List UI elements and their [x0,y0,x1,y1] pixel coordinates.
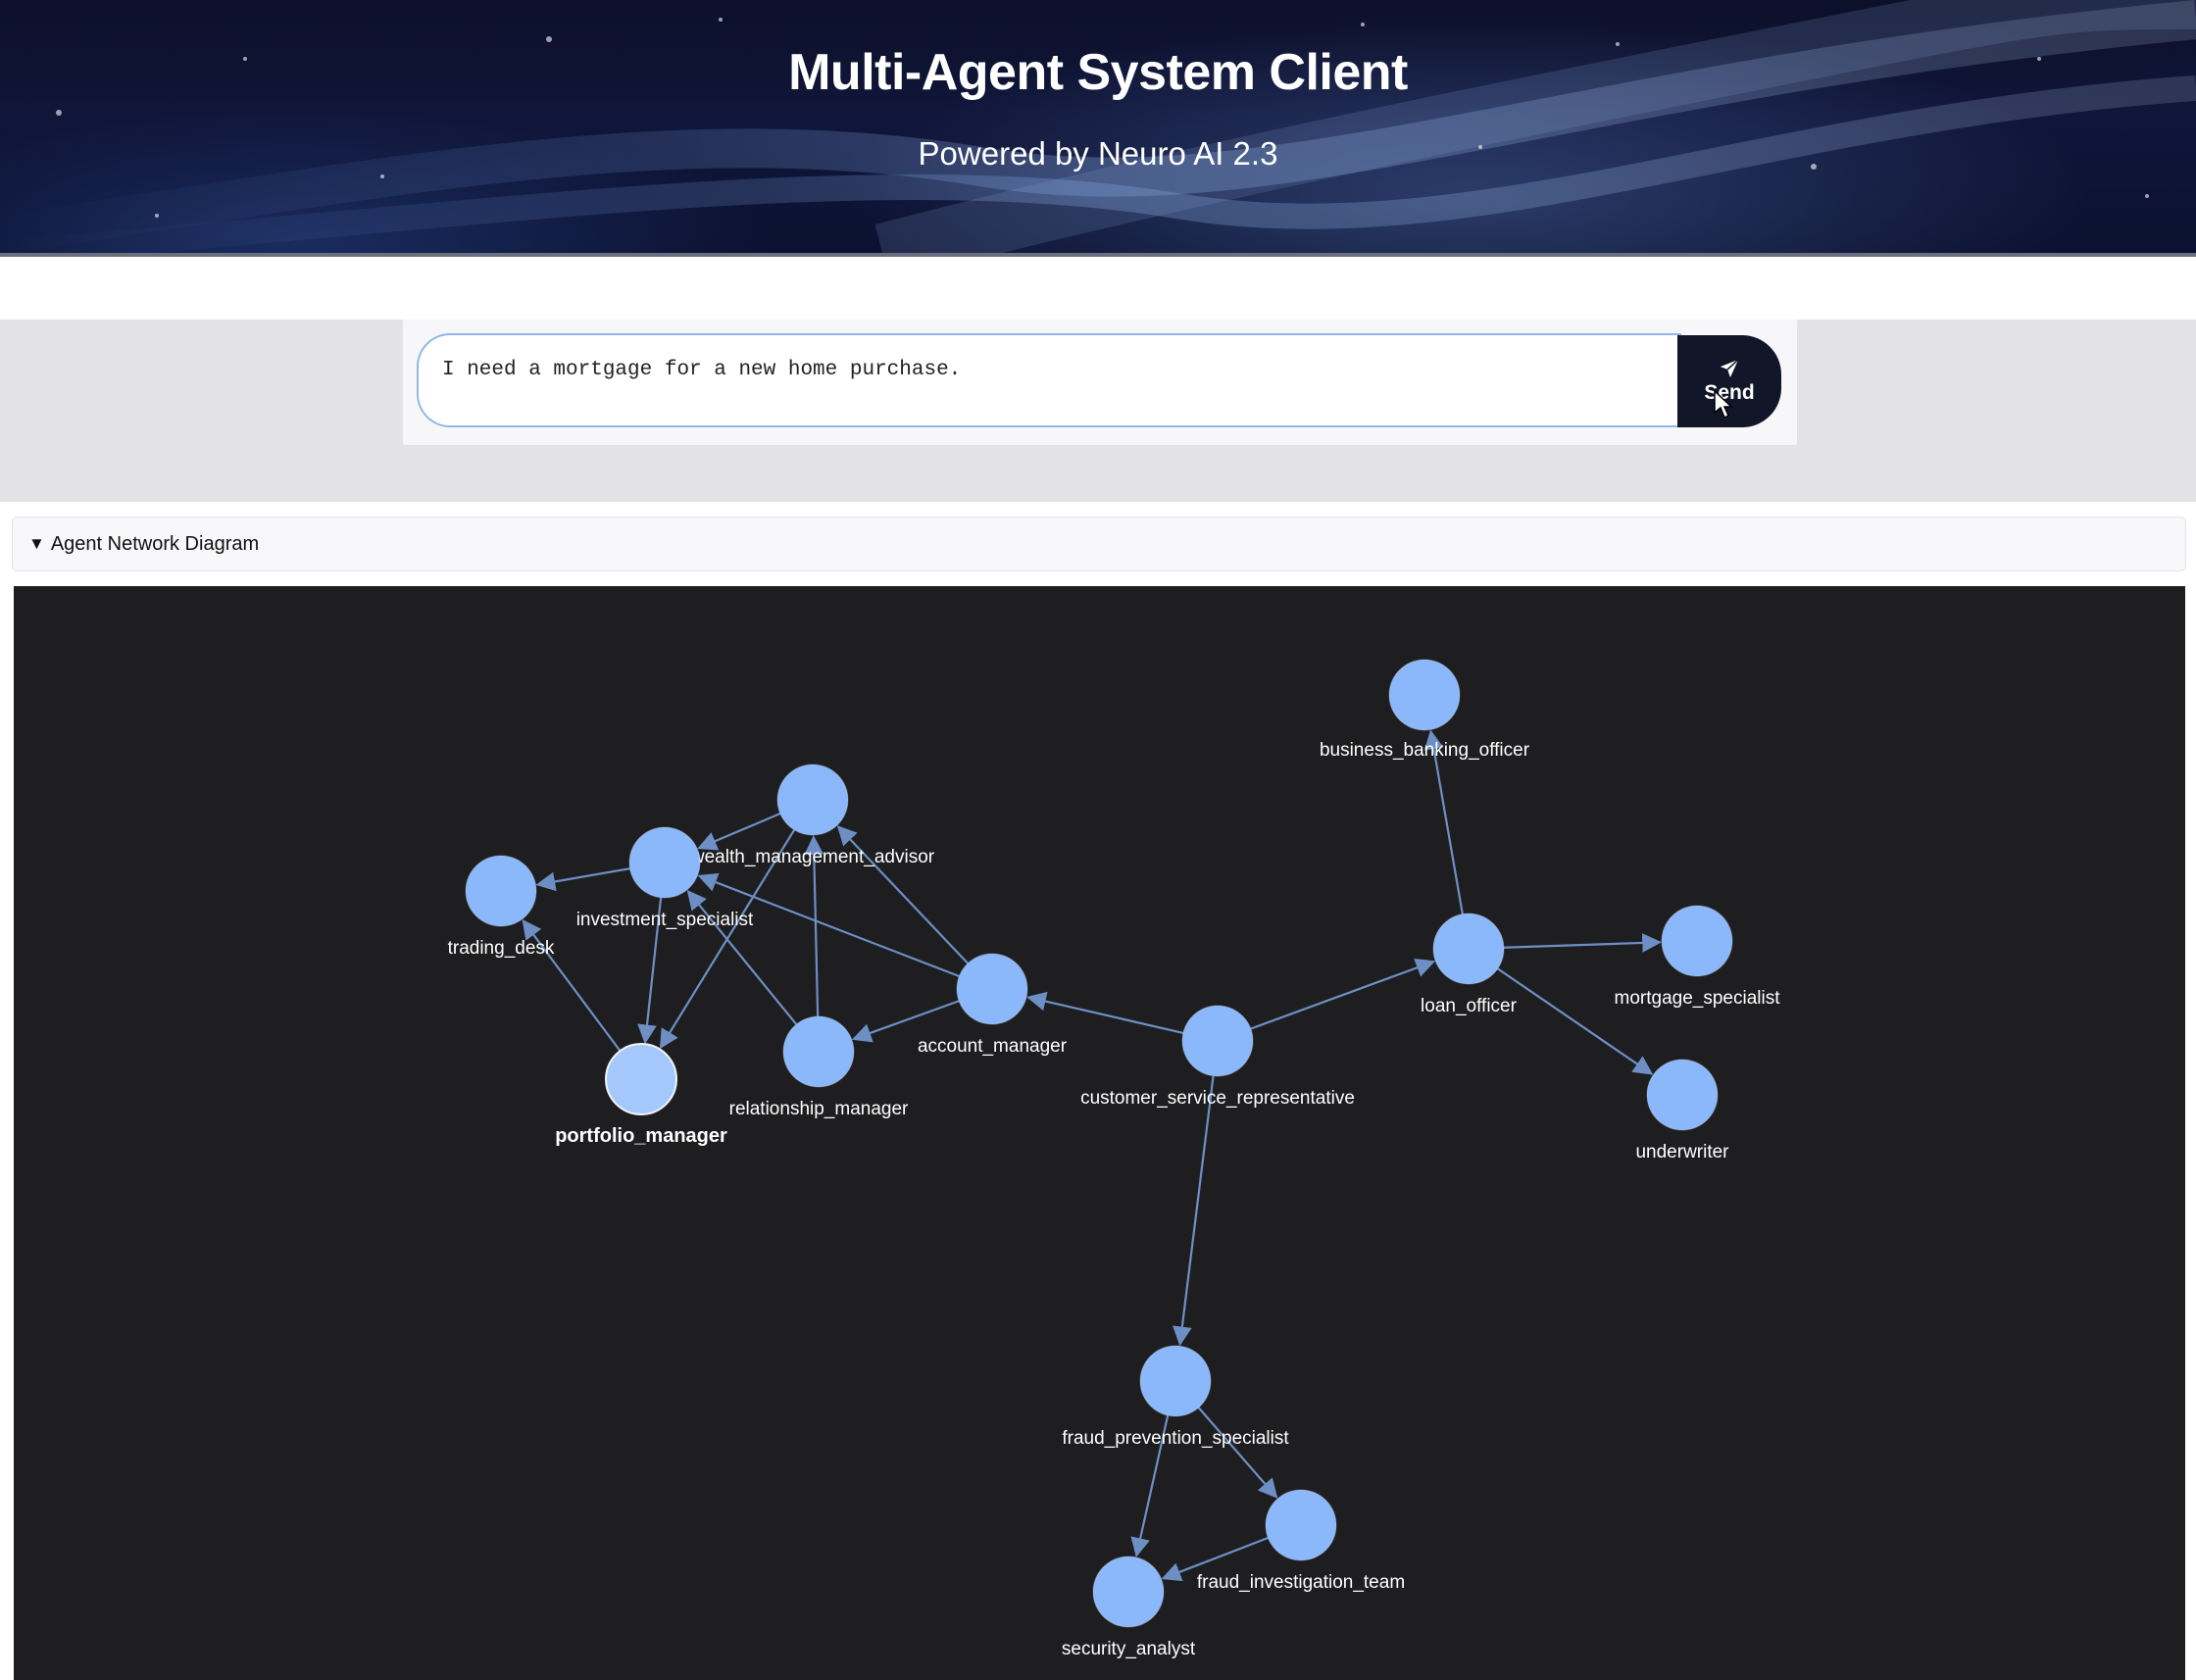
node-circle[interactable] [956,953,1028,1025]
page-title: Multi-Agent System Client [788,44,1408,101]
node-label: relationship_manager [729,1099,909,1119]
node-label: underwriter [1635,1142,1729,1162]
node-underwriter[interactable]: underwriter [1635,1059,1729,1162]
node-label: portfolio_manager [555,1125,727,1147]
node-label: fraud_prevention_specialist [1062,1428,1289,1449]
header-banner: Multi-Agent System Client Powered by Neu… [0,0,2196,257]
node-label: mortgage_specialist [1615,988,1781,1009]
page-subtitle: Powered by Neuro AI 2.3 [918,135,1278,172]
node-label: business_banking_officer [1320,740,1530,761]
node-label: investment_specialist [576,910,754,930]
edge-wealth_management_advisor-to-portfolio_manager [659,829,796,1050]
edge-loan_officer-to-underwriter [1497,967,1654,1075]
node-investment_specialist[interactable]: investment_specialist [576,826,754,930]
node-wealth_management_advisor[interactable]: wealth_management_advisor [690,764,935,867]
edge-customer_service_representative-to-loan_officer [1250,958,1436,1030]
details-summary-label: Agent Network Diagram [50,532,260,555]
edge-portfolio_manager-to-trading_desk [522,918,622,1052]
node-label: customer_service_representative [1080,1088,1355,1109]
node-relationship_manager[interactable]: relationship_manager [729,1015,909,1119]
edge-wealth_management_advisor-to-investment_specialist [697,813,781,851]
network-canvas: business_banking_officer wealth_managemen… [448,659,1781,1659]
edge-investment_specialist-to-trading_desk [535,867,630,892]
node-label: fraud_investigation_team [1197,1572,1405,1593]
node-label: loan_officer [1421,996,1518,1016]
node-portfolio_manager[interactable]: portfolio_manager [555,1043,727,1147]
node-customer_service_representative[interactable]: customer_service_representative [1080,1005,1355,1109]
node-trading_desk[interactable]: trading_desk [448,855,555,959]
node-label: account_manager [918,1036,1068,1057]
node-circle[interactable] [1661,905,1733,977]
edge-investment_specialist-to-portfolio_manager [637,897,663,1045]
node-label: security_analyst [1062,1639,1196,1659]
node-loan_officer[interactable]: loan_officer [1421,913,1518,1016]
node-fraud_investigation_team[interactable]: fraud_investigation_team [1197,1489,1405,1593]
node-security_analyst[interactable]: security_analyst [1062,1556,1196,1659]
edge-relationship_manager-to-investment_specialist [686,889,798,1025]
edge-loan_officer-to-mortgage_specialist [1503,933,1663,953]
node-circle[interactable] [1388,659,1461,731]
edge-loan_officer-to-business_banking_officer [1423,729,1464,914]
edge-fraud_prevention_specialist-to-security_analyst [1130,1414,1170,1557]
edge-account_manager-to-wealth_management_advisor [836,825,970,964]
node-mortgage_specialist[interactable]: mortgage_specialist [1615,905,1781,1009]
node-circle[interactable] [1646,1059,1719,1131]
node-fraud_prevention_specialist[interactable]: fraud_prevention_specialist [1062,1345,1289,1449]
edge-account_manager-to-relationship_manager [851,1000,960,1043]
wave-background-decoration [0,0,2196,253]
node-circle[interactable] [1265,1489,1337,1561]
message-input[interactable]: I need a mortgage for a new home purchas… [417,333,1681,427]
node-circle[interactable] [782,1015,855,1088]
expand-triangle-icon: ▼ [28,534,45,553]
node-circle[interactable] [628,826,701,899]
mouse-pointer-icon [1714,389,1733,420]
edge-fraud_investigation_team-to-security_analyst [1161,1536,1269,1582]
node-business_banking_officer[interactable]: business_banking_officer [1320,659,1530,761]
edge-customer_service_representative-to-fraud_prevention_specialist [1173,1075,1215,1347]
edge-relationship_manager-to-wealth_management_advisor [804,835,824,1017]
node-circle[interactable] [605,1043,677,1115]
node-label: trading_desk [448,938,555,959]
node-circle[interactable] [1139,1345,1212,1417]
agent-network-diagram-toggle[interactable]: ▼ Agent Network Diagram [12,517,2186,571]
node-circle[interactable] [776,764,849,836]
edge-customer_service_representative-to-account_manager [1026,991,1184,1034]
node-circle[interactable] [1432,913,1505,985]
node-circle[interactable] [1181,1005,1254,1077]
node-circle[interactable] [1092,1556,1165,1628]
edge-fraud_prevention_specialist-to-fraud_investigation_team [1197,1407,1278,1499]
agent-network-diagram: business_banking_officer wealth_managemen… [14,586,2185,1680]
node-label: wealth_management_advisor [690,847,935,867]
node-circle[interactable] [465,855,537,927]
paper-plane-icon [1720,359,1739,378]
node-account_manager[interactable]: account_manager [918,953,1068,1057]
edge-account_manager-to-investment_specialist [697,872,960,978]
